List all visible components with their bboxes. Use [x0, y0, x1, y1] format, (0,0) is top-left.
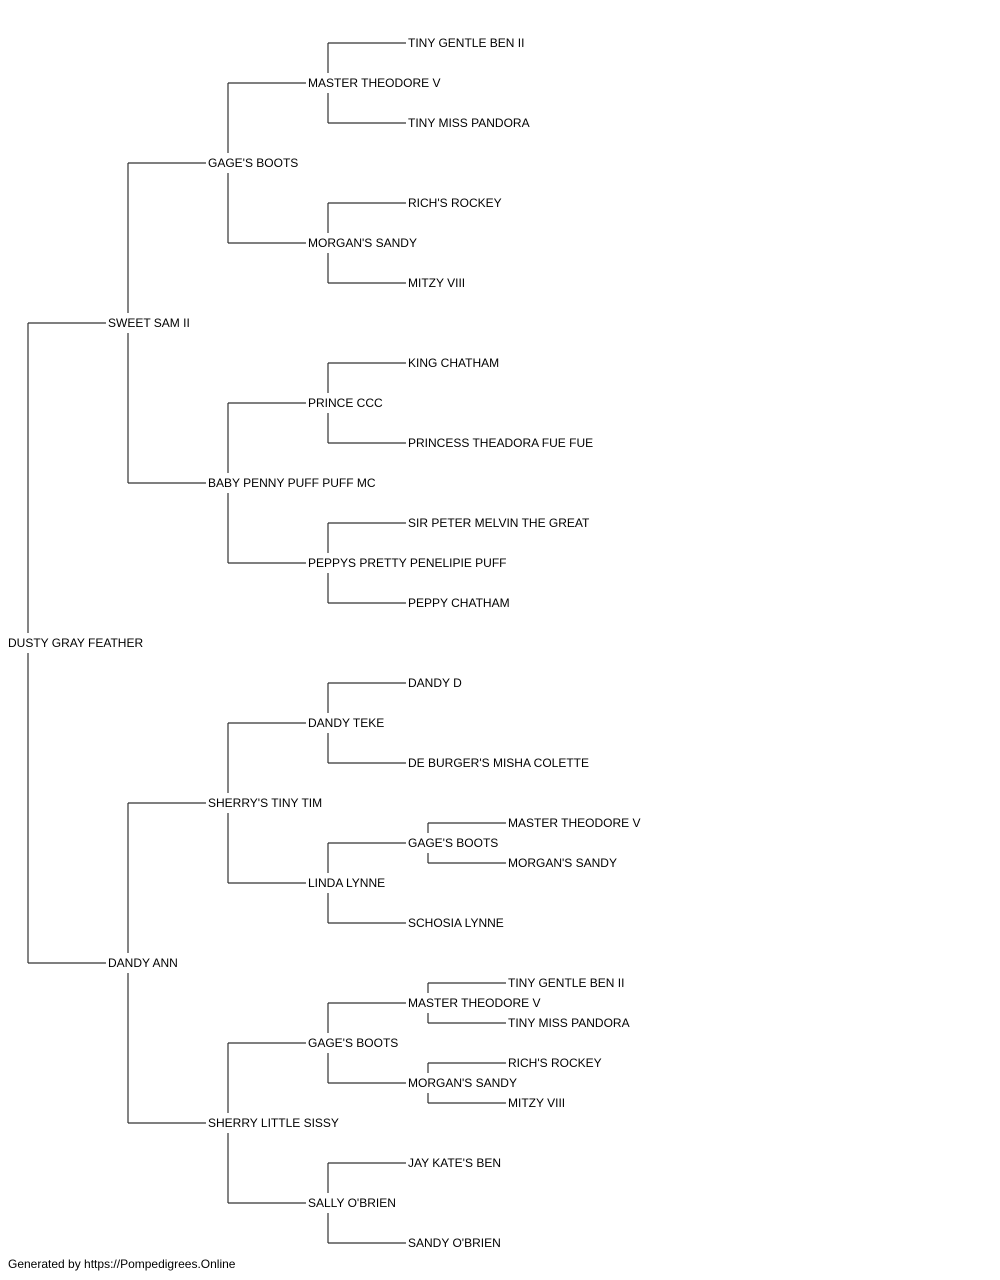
ancestor-name: GAGE'S BOOTS — [208, 156, 298, 170]
ancestor-name: MORGAN'S SANDY — [408, 1076, 517, 1090]
ancestor-name: PEPPY CHATHAM — [408, 596, 510, 610]
ancestor-name: DANDY D — [408, 676, 462, 690]
ancestor-name: MORGAN'S SANDY — [308, 236, 417, 250]
generated-by-footer: Generated by https://Pompedigrees.Online — [8, 1257, 236, 1271]
ancestor-name: TINY GENTLE BEN II — [408, 36, 524, 50]
ancestor-name: MASTER THEODORE V — [408, 996, 540, 1010]
ancestor-name: SCHOSIA LYNNE — [408, 916, 504, 930]
ancestor-name: TINY GENTLE BEN II — [508, 976, 624, 990]
ancestor-name: SHERRY'S TINY TIM — [208, 796, 322, 810]
ancestor-name: KING CHATHAM — [408, 356, 499, 370]
ancestor-name: MASTER THEODORE V — [508, 816, 640, 830]
ancestor-name: DUSTY GRAY FEATHER — [8, 636, 143, 650]
ancestor-name: SHERRY LITTLE SISSY — [208, 1116, 339, 1130]
ancestor-name: PRINCESS THEADORA FUE FUE — [408, 436, 593, 450]
ancestor-name: SALLY O'BRIEN — [308, 1196, 396, 1210]
ancestor-name: GAGE'S BOOTS — [408, 836, 498, 850]
ancestor-name: SANDY O'BRIEN — [408, 1236, 501, 1250]
ancestor-name: MITZY VIII — [508, 1096, 565, 1110]
ancestor-name: DANDY ANN — [108, 956, 178, 970]
ancestor-name: DANDY TEKE — [308, 716, 384, 730]
ancestor-name: RICH'S ROCKEY — [408, 196, 502, 210]
ancestor-name: RICH'S ROCKEY — [508, 1056, 602, 1070]
ancestor-name: BABY PENNY PUFF PUFF MC — [208, 476, 376, 490]
ancestor-name: TINY MISS PANDORA — [408, 116, 530, 130]
ancestor-name: PEPPYS PRETTY PENELIPIE PUFF — [308, 556, 507, 570]
ancestor-name: PRINCE CCC — [308, 396, 383, 410]
ancestor-name: SIR PETER MELVIN THE GREAT — [408, 516, 590, 530]
ancestor-name: TINY MISS PANDORA — [508, 1016, 630, 1030]
ancestor-name: GAGE'S BOOTS — [308, 1036, 398, 1050]
ancestor-name: MASTER THEODORE V — [308, 76, 440, 90]
ancestor-name: SWEET SAM II — [108, 316, 190, 330]
ancestor-name: DE BURGER'S MISHA COLETTE — [408, 756, 589, 770]
ancestor-name: MORGAN'S SANDY — [508, 856, 617, 870]
ancestor-name: MITZY VIII — [408, 276, 465, 290]
ancestor-name: JAY KATE'S BEN — [408, 1156, 501, 1170]
ancestor-name: LINDA LYNNE — [308, 876, 385, 890]
